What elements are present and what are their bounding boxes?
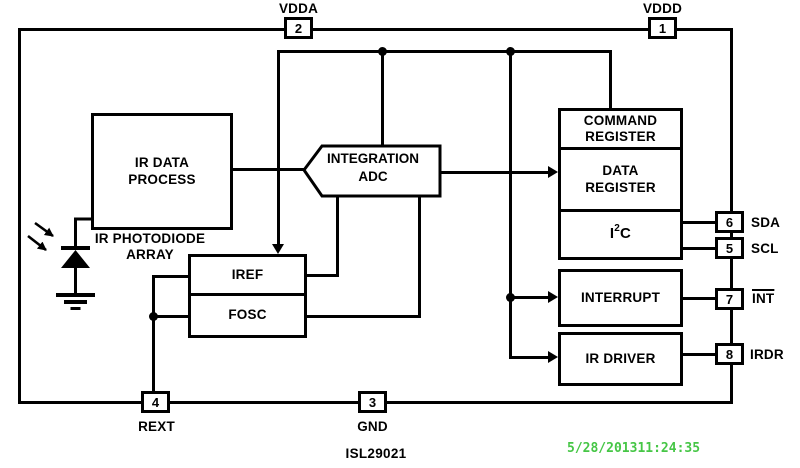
diode-triangle <box>61 250 90 268</box>
block-interrupt: INTERRUPT <box>558 269 683 327</box>
pin-box-vdda: 2 <box>284 17 313 39</box>
ir-photodiode-symbol <box>27 217 95 310</box>
wire-adc-to-iref <box>336 196 339 277</box>
wire-interrupt-driver-drop <box>509 50 512 359</box>
block-command-register: COMMAND REGISTER <box>558 108 683 150</box>
part-number-label: ISL29021 <box>345 446 407 461</box>
wire-i2c-to-scl <box>683 247 716 250</box>
arrowhead-into-ir-driver <box>548 351 558 363</box>
wire-iref-left-stub <box>152 275 190 278</box>
wire-iref-right-stub <box>305 274 339 277</box>
pin-label-gnd: GND <box>357 419 388 434</box>
wire-fosc-right-stub <box>305 315 421 318</box>
wire-process-to-adc <box>233 168 305 171</box>
pin-label-sda: SDA <box>751 215 781 230</box>
junction-dot <box>506 47 515 56</box>
integration-adc-shape <box>302 144 442 198</box>
pin-box-int: 7 <box>715 288 744 310</box>
pin-label-int: INT <box>752 291 775 306</box>
pin-box-sda: 6 <box>715 211 744 233</box>
pin-box-vddd: 1 <box>648 17 677 39</box>
block-iref: IREF <box>188 254 307 296</box>
pin-label-irdr: IRDR <box>750 347 784 362</box>
wire-to-rext-pin <box>152 275 155 392</box>
pin-label-scl: SCL <box>751 241 779 256</box>
wire-top-bus <box>277 50 611 53</box>
pin-label-vdda: VDDA <box>278 1 319 16</box>
pin-box-irdr: 8 <box>715 343 744 365</box>
wire-adc-to-data-register <box>440 171 549 174</box>
junction-dot <box>506 293 515 302</box>
wire-command-drop <box>609 50 612 111</box>
pin-label-vddd: VDDD <box>642 1 683 16</box>
diode-cathode-bar <box>61 246 90 250</box>
wire-driver-to-irdr <box>683 353 716 356</box>
pin-box-scl: 5 <box>715 237 744 259</box>
junction-dot <box>149 312 158 321</box>
arrowhead-into-iref <box>272 244 284 254</box>
block-ir-driver: IR DRIVER <box>558 332 683 386</box>
pin-box-rext: 4 <box>141 391 170 413</box>
block-ir-data-process: IR DATA PROCESS <box>91 113 233 230</box>
wire-to-ir-driver <box>510 356 550 359</box>
arrowhead-into-data-register <box>548 166 558 178</box>
light-ray-arrow <box>27 234 47 252</box>
timestamp-watermark: 5/28/201311:24:35 <box>567 441 701 456</box>
block-fosc: FOSC <box>188 293 307 338</box>
arrowhead-into-interrupt <box>548 291 558 303</box>
wire-fosc-left-stub <box>152 315 190 318</box>
block-integration-adc-label: INTEGRATION ADC <box>327 151 419 184</box>
block-data-register: DATA REGISTER <box>558 147 683 212</box>
junction-dot <box>378 47 387 56</box>
wire-diode-to-process <box>74 217 91 248</box>
wire-i2c-to-sda <box>683 221 716 224</box>
light-ray-arrow <box>34 221 54 238</box>
wire-interrupt-to-int <box>683 297 716 300</box>
wire-adc-to-fosc <box>418 196 421 318</box>
pin-box-gnd: 3 <box>358 391 387 413</box>
pin-label-rext: REXT <box>138 419 175 434</box>
wire-iref-drop <box>277 50 280 246</box>
ground-symbol <box>56 293 95 310</box>
wire-to-interrupt <box>510 296 550 299</box>
wire-adc-drop <box>381 50 384 146</box>
label-ir-photodiode-array: IR PHOTODIODE ARRAY <box>94 231 206 262</box>
